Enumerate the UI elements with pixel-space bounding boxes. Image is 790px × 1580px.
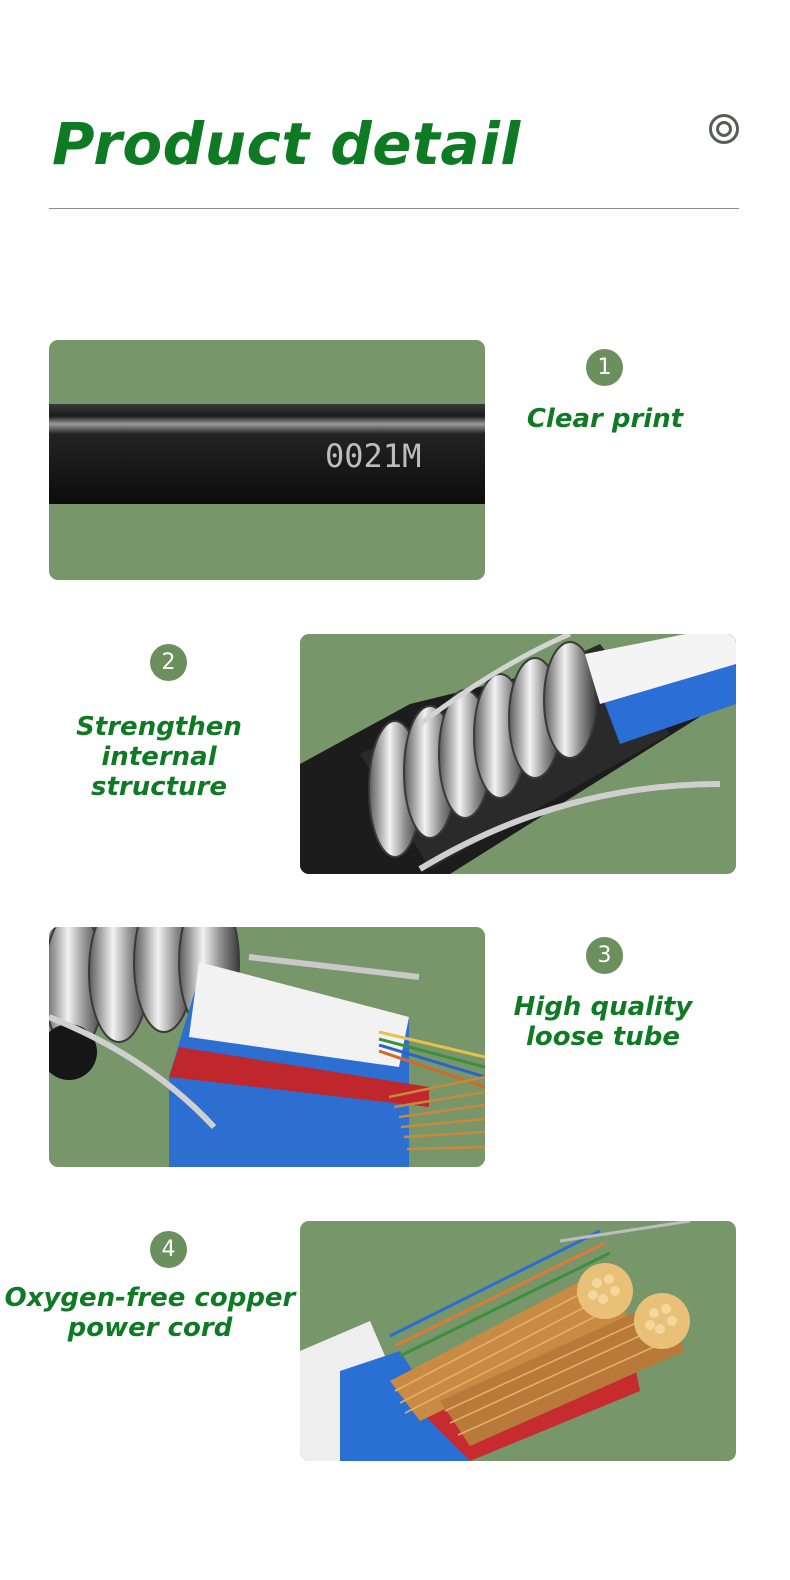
clear-print-image: 0021M bbox=[49, 340, 485, 580]
step-badge-3: 3 bbox=[586, 937, 623, 974]
caption-copper-cord: Oxygen-free copper power cord bbox=[2, 1283, 298, 1343]
step-badge-4: 4 bbox=[150, 1231, 187, 1268]
copper-cord-image bbox=[300, 1221, 736, 1461]
cable-print-label: 0021M bbox=[325, 437, 421, 475]
caption-line: Oxygen-free copper bbox=[4, 1283, 296, 1313]
header-divider bbox=[49, 208, 739, 209]
caption-line: Clear print bbox=[526, 404, 684, 434]
caption-clear-print: Clear print bbox=[510, 404, 700, 434]
caption-loose-tube: High quality loose tube bbox=[490, 992, 716, 1052]
step-badge-2: 2 bbox=[150, 644, 187, 681]
caption-line: Strengthen internal bbox=[76, 712, 242, 772]
caption-strengthen-structure: Strengthen internal structure bbox=[18, 712, 300, 802]
page-title: Product detail bbox=[52, 110, 521, 178]
caption-line: High quality bbox=[513, 992, 693, 1022]
target-circle-icon bbox=[709, 114, 739, 144]
caption-line: loose tube bbox=[526, 1022, 680, 1052]
step-badge-1: 1 bbox=[586, 349, 623, 386]
caption-line: power cord bbox=[67, 1313, 233, 1343]
caption-line: structure bbox=[90, 772, 228, 802]
armored-cable-image bbox=[300, 634, 736, 874]
loose-tube-image bbox=[49, 927, 485, 1167]
